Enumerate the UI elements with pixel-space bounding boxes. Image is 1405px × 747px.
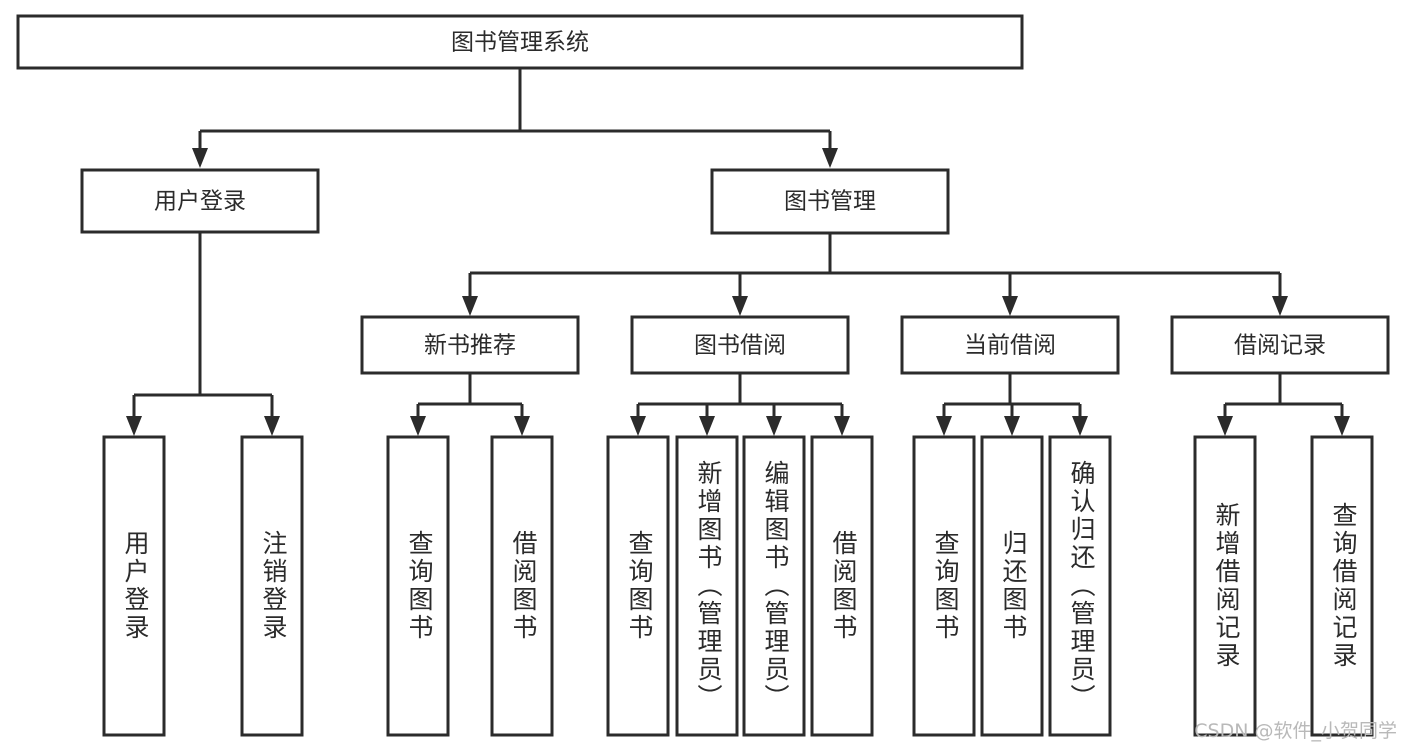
node-leaf-bb-add-book[interactable]: 新增图书（管理员）: [675, 435, 739, 737]
node-leaf-cb-confirm-return-label: 确认归还（管理员）: [1067, 460, 1096, 712]
node-leaf-br-query-record-box[interactable]: [1310, 435, 1374, 737]
node-leaf-nb-query-book[interactable]: 查询图书: [386, 435, 450, 737]
node-leaf-br-query-record[interactable]: 查询借阅记录: [1310, 435, 1374, 737]
node-leaf-logout-label: 注销登录: [259, 530, 288, 642]
arrow-head-nb-query: [410, 416, 426, 436]
node-borrow-record[interactable]: 借阅记录: [1170, 315, 1390, 375]
node-leaf-bb-query-book-box[interactable]: [606, 435, 670, 737]
arrow-head-bb-edit: [766, 416, 782, 436]
node-leaf-cb-return-book[interactable]: 归还图书: [980, 435, 1044, 737]
node-leaf-user-login-label: 用户登录: [121, 530, 150, 642]
node-new-book-recommend-box[interactable]: [360, 315, 580, 375]
node-leaf-user-login[interactable]: 用户登录: [102, 435, 166, 737]
node-new-book-recommend-label: 新书推荐: [424, 333, 516, 359]
node-borrow-record-label: 借阅记录: [1234, 333, 1326, 359]
node-leaf-cb-return-book-label: 归还图书: [999, 530, 1028, 642]
node-leaf-bb-edit-book[interactable]: 编辑图书（管理员）: [742, 435, 806, 737]
node-leaf-nb-borrow-book-box[interactable]: [490, 435, 554, 737]
arrow-head-cb-return: [1004, 416, 1020, 436]
node-leaf-user-login-box[interactable]: [102, 435, 166, 737]
node-current-borrow-label: 当前借阅: [964, 333, 1056, 359]
node-leaf-cb-query-book-box[interactable]: [912, 435, 976, 737]
node-leaf-br-add-record-label: 新增借阅记录: [1212, 502, 1241, 670]
node-leaf-br-add-record[interactable]: 新增借阅记录: [1193, 435, 1257, 737]
node-book-borrow-box[interactable]: [630, 315, 850, 375]
node-leaf-nb-query-book-box[interactable]: [386, 435, 450, 737]
arrow-head-cb-confirm: [1072, 416, 1088, 436]
node-leaf-cb-return-book-box[interactable]: [980, 435, 1044, 737]
node-current-borrow[interactable]: 当前借阅: [900, 315, 1120, 375]
arrow-head-current-borrow: [1002, 296, 1018, 316]
node-root-box[interactable]: [16, 14, 1024, 70]
node-borrow-record-box[interactable]: [1170, 315, 1390, 375]
node-leaf-bb-query-book[interactable]: 查询图书: [606, 435, 670, 737]
arrow-head-borrow-record: [1272, 296, 1288, 316]
arrow-head-bb-query: [630, 416, 646, 436]
node-book-borrow-label: 图书借阅: [694, 333, 786, 359]
node-leaf-bb-edit-book-label: 编辑图书（管理员）: [761, 460, 790, 712]
node-leaf-logout[interactable]: 注销登录: [240, 435, 304, 737]
node-leaf-bb-borrow-book-label: 借阅图书: [829, 530, 858, 642]
node-book-management-box[interactable]: [710, 168, 950, 235]
node-leaf-bb-add-book-label: 新增图书（管理员）: [694, 460, 723, 712]
node-book-management[interactable]: 图书管理: [710, 168, 950, 235]
node-leaf-br-add-record-box[interactable]: [1193, 435, 1257, 737]
node-leaf-cb-query-book-label: 查询图书: [931, 530, 960, 642]
arrow-head-book-borrow: [732, 296, 748, 316]
arrow-head-userlogin: [192, 148, 208, 168]
arrow-head-cb-query: [936, 416, 952, 436]
node-leaf-cb-confirm-return-box[interactable]: [1048, 435, 1112, 737]
node-leaf-cb-confirm-return[interactable]: 确认归还（管理员）: [1048, 435, 1112, 737]
node-book-borrow[interactable]: 图书借阅: [630, 315, 850, 375]
node-leaf-nb-query-book-label: 查询图书: [405, 530, 434, 642]
node-leaf-bb-edit-book-box[interactable]: [742, 435, 806, 737]
arrow-head-bookmgmt: [822, 148, 838, 168]
node-leaf-bb-borrow-book-box[interactable]: [810, 435, 874, 737]
arrow-head-user-login-leaf: [126, 416, 142, 436]
node-leaf-nb-borrow-book[interactable]: 借阅图书: [490, 435, 554, 737]
node-root[interactable]: 图书管理系统: [16, 14, 1024, 70]
node-user-login-box[interactable]: [80, 168, 320, 234]
node-leaf-nb-borrow-book-label: 借阅图书: [509, 530, 538, 642]
arrow-head-br-query: [1334, 416, 1350, 436]
node-user-login-label: 用户登录: [154, 189, 246, 215]
connector-group: [126, 68, 1350, 436]
arrow-head-bb-borrow: [834, 416, 850, 436]
node-leaf-bb-borrow-book[interactable]: 借阅图书: [810, 435, 874, 737]
arrow-head-new-book: [462, 296, 478, 316]
node-leaf-bb-query-book-label: 查询图书: [625, 530, 654, 642]
node-user-login[interactable]: 用户登录: [80, 168, 320, 234]
node-leaf-logout-box[interactable]: [240, 435, 304, 737]
node-current-borrow-box[interactable]: [900, 315, 1120, 375]
arrow-head-br-add: [1217, 416, 1233, 436]
node-leaf-cb-query-book[interactable]: 查询图书: [912, 435, 976, 737]
node-leaf-bb-add-book-box[interactable]: [675, 435, 739, 737]
arrow-head-nb-borrow: [514, 416, 530, 436]
arrow-head-bb-add: [699, 416, 715, 436]
node-book-management-label: 图书管理: [784, 189, 876, 215]
arrow-head-logout-leaf: [264, 416, 280, 436]
node-root-label: 图书管理系统: [451, 30, 589, 56]
node-leaf-br-query-record-label: 查询借阅记录: [1329, 502, 1358, 670]
node-new-book-recommend[interactable]: 新书推荐: [360, 315, 580, 375]
